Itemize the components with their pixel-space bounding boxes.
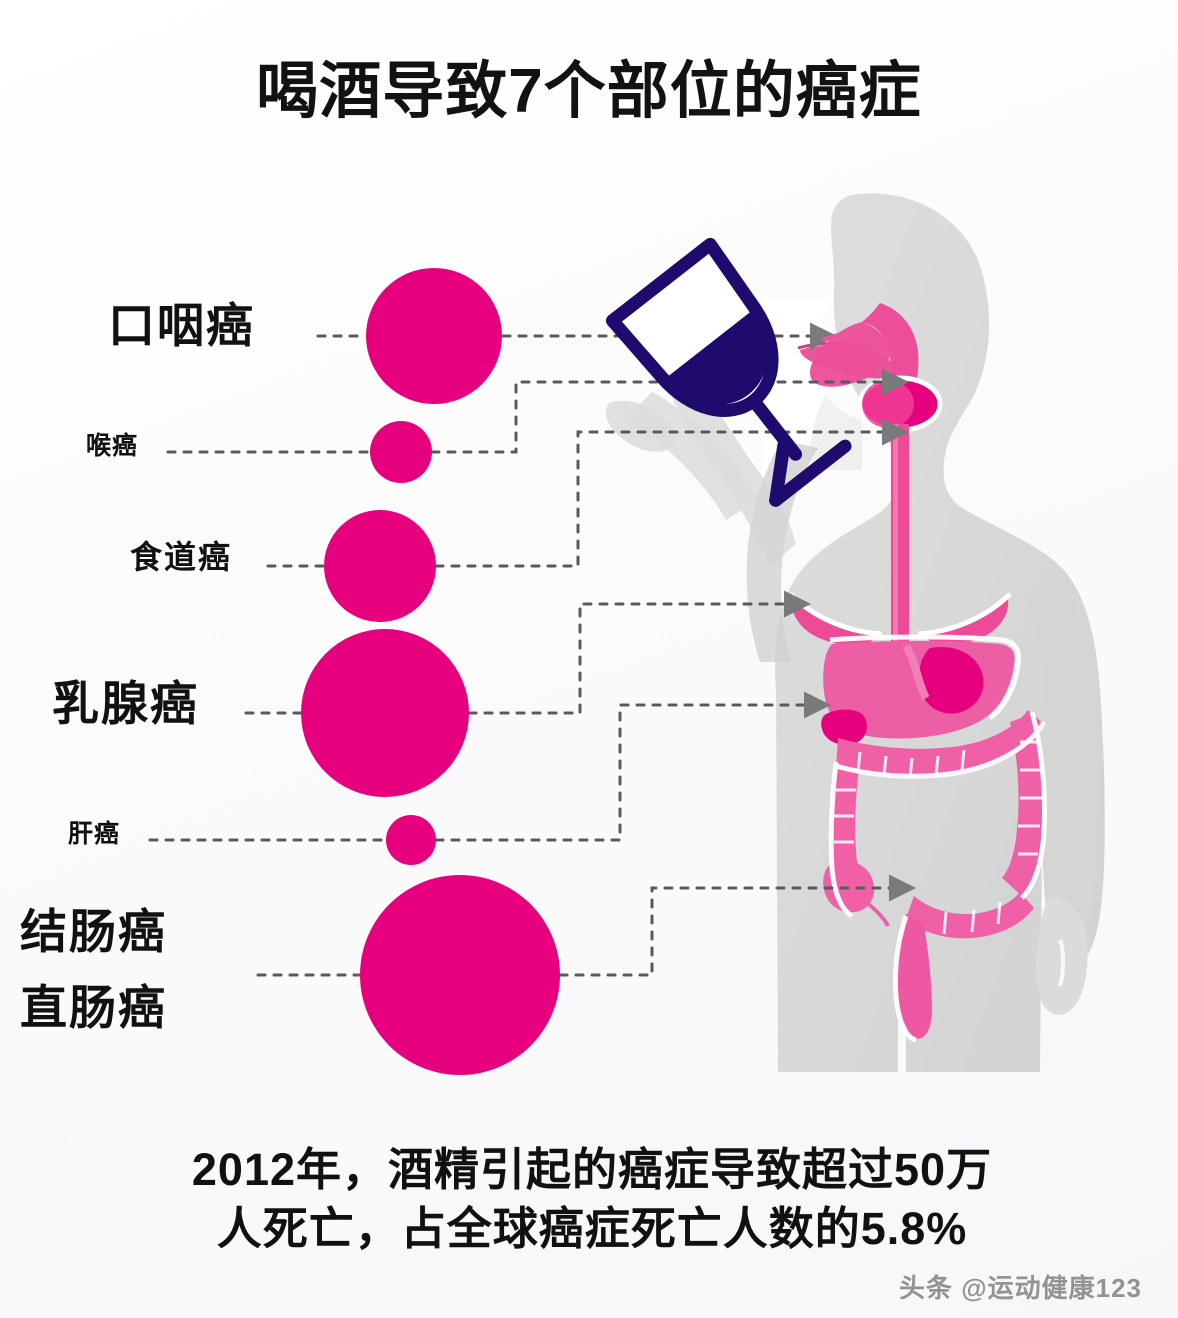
watermark: 头条 @运动健康123 <box>899 1273 1142 1303</box>
stomach <box>919 646 984 714</box>
bubble-group <box>301 268 560 1075</box>
organs-group <box>788 303 1047 1043</box>
descending-colon <box>1002 714 1043 896</box>
cecum <box>823 860 875 913</box>
connector-colon-rectum <box>558 874 916 977</box>
label-esophagus: 食道癌 <box>130 539 233 575</box>
label-larynx: 喉癌 <box>86 432 139 460</box>
bubble-oropharynx[interactable] <box>366 268 502 404</box>
breast-right <box>922 598 1009 645</box>
connector-liver <box>434 691 831 842</box>
label-rectum: 直肠癌 <box>20 981 167 1034</box>
label-oropharynx: 口咽癌 <box>108 299 255 352</box>
rectum <box>895 914 932 1039</box>
bubble-larynx[interactable] <box>370 421 432 483</box>
label-colon: 结肠癌 <box>20 905 167 958</box>
gallbladder <box>821 709 867 745</box>
label-liver: 肝癌 <box>68 820 121 848</box>
caption: 2012年，酒精引起的癌症导致超过50万 人死亡，占全球癌症死亡人数的5.8% <box>72 1140 1112 1259</box>
label-breast: 乳腺癌 <box>52 677 199 730</box>
page-title: 喝酒导致7个部位的癌症 <box>256 57 922 126</box>
bubble-breast[interactable] <box>301 629 469 797</box>
connector-esophagus <box>434 418 909 568</box>
breast-left <box>791 598 878 645</box>
wine-glass-icon <box>606 237 852 507</box>
bubble-esophagus[interactable] <box>324 510 436 622</box>
bubble-liver[interactable] <box>386 815 436 865</box>
connector-breast <box>467 590 811 715</box>
caption-line-1: 2012年，酒精引起的癌症导致超过50万 <box>191 1144 993 1195</box>
bubble-colon-rectum[interactable] <box>360 875 560 1075</box>
appendix <box>864 900 890 927</box>
caption-line-2: 人死亡，占全球癌症死亡人数的5.8% <box>216 1203 968 1255</box>
pour-stream <box>821 331 889 342</box>
sigmoid-colon <box>906 892 1034 939</box>
